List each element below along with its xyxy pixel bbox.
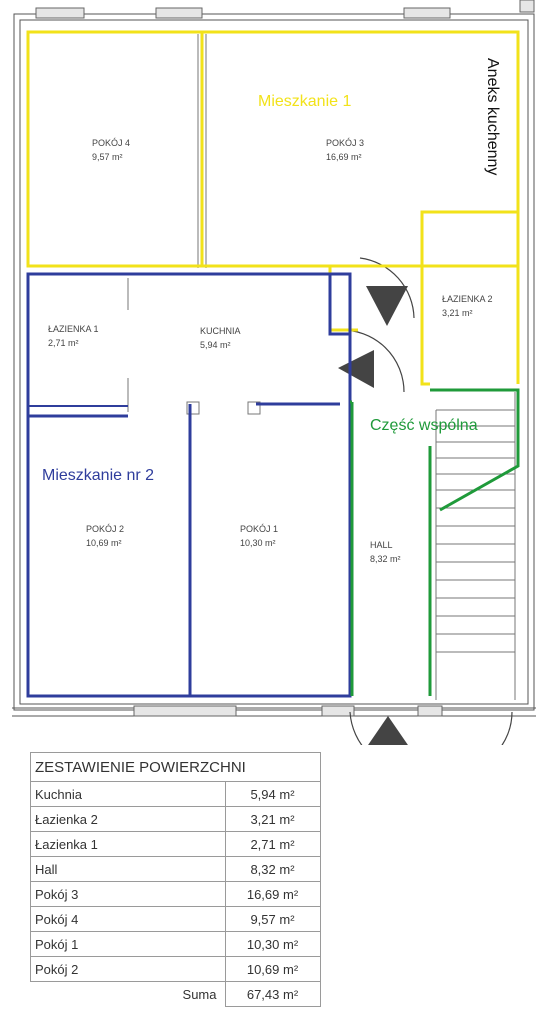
staircase [435,392,516,700]
windows [35,0,535,717]
room-area: 9,57 m² [92,152,123,162]
room-area: 10,30 m² [240,538,276,548]
common-area-outline [350,388,520,696]
area-value-cell: 3,21 m² [224,806,321,832]
room-kuchnia: KUCHNIA 5,94 m² [200,326,241,350]
room-name-cell: Pokój 4 [30,906,226,932]
area-value-cell: 16,69 m² [224,881,321,907]
room-name: ŁAZIENKA 1 [48,324,99,334]
room-hall: HALL 8,32 m² [370,540,401,564]
room-pokoj4: POKÓJ 4 9,57 m² [92,138,130,162]
door-arrow-icon [366,286,408,326]
room-name-cell: Łazienka 2 [30,806,226,832]
area-value-cell: 8,32 m² [224,856,321,882]
room-lazienka1: ŁAZIENKA 1 2,71 m² [48,324,99,348]
room-name: KUCHNIA [200,326,241,336]
room-pokoj3: POKÓJ 3 16,69 m² [326,138,364,162]
room-area: 3,21 m² [442,308,473,318]
room-lazienka2: ŁAZIENKA 2 3,21 m² [442,294,493,318]
area-value-cell: 5,94 m² [224,781,321,807]
area-value-cell: 10,30 m² [224,931,321,957]
room-name-cell: Pokój 3 [30,881,226,907]
room-name: ŁAZIENKA 2 [442,294,493,304]
room-name: POKÓJ 4 [92,138,130,148]
room-name-cell: Kuchnia [30,781,226,807]
common-area-title: Część wspólna [370,417,478,434]
apartment2-outline [26,272,352,698]
room-name: HALL [370,540,393,550]
table-row: Pokój 3 16,69 m² [30,881,321,907]
room-area: 5,94 m² [200,340,231,350]
table-row: Łazienka 2 3,21 m² [30,806,321,832]
room-area: 8,32 m² [370,554,401,564]
kitchenette-label: Aneks kuchenny [484,58,501,175]
room-name-cell: Hall [30,856,226,882]
door-swings [339,257,513,745]
room-name: POKÓJ 3 [326,138,364,148]
room-name: POKÓJ 1 [240,524,278,534]
building-walls [12,13,536,717]
apartment2-title: Mieszkanie nr 2 [42,467,154,484]
table-row: Łazienka 1 2,71 m² [30,831,321,857]
table-row: Kuchnia 5,94 m² [30,781,321,807]
room-area: 10,69 m² [86,538,122,548]
room-area: 2,71 m² [48,338,79,348]
room-pokoj2: POKÓJ 2 10,69 m² [86,524,124,548]
table-row: Pokój 4 9,57 m² [30,906,321,932]
area-value-cell: 9,57 m² [224,906,321,932]
table-row: Pokój 1 10,30 m² [30,931,321,957]
area-value-cell: 10,69 m² [224,956,321,982]
room-area: 16,69 m² [326,152,362,162]
total-label: Suma [182,986,217,1002]
area-value-cell: 2,71 m² [224,831,321,857]
door-arrows [338,286,408,745]
table-header-row: ZESTAWIENIE POWIERZCHNI [30,752,321,782]
table-row: Pokój 2 10,69 m² [30,956,321,982]
interior-walls [127,34,261,415]
room-name-cell: Łazienka 1 [30,831,226,857]
area-summary-table: ZESTAWIENIE POWIERZCHNI Kuchnia 5,94 m² … [30,752,321,1007]
room-name-cell: Pokój 2 [30,956,226,982]
room-name: POKÓJ 2 [86,524,124,534]
room-pokoj1: POKÓJ 1 10,30 m² [240,524,278,548]
total-value: 67,43 m² [224,981,321,1007]
floor-plan: POKÓJ 4 9,57 m² POKÓJ 3 16,69 m² ŁAZIENK… [12,0,536,745]
door-arrow-icon [368,716,408,745]
table-title: ZESTAWIENIE POWIERZCHNI [30,752,321,782]
table-row: Hall 8,32 m² [30,856,321,882]
apartment1-title: Mieszkanie 1 [258,93,351,110]
door-arrow-icon [338,350,374,388]
table-total-row: Suma 67,43 m² [31,981,321,1007]
room-name-cell: Pokój 1 [30,931,226,957]
apartment1-outline [26,30,520,386]
